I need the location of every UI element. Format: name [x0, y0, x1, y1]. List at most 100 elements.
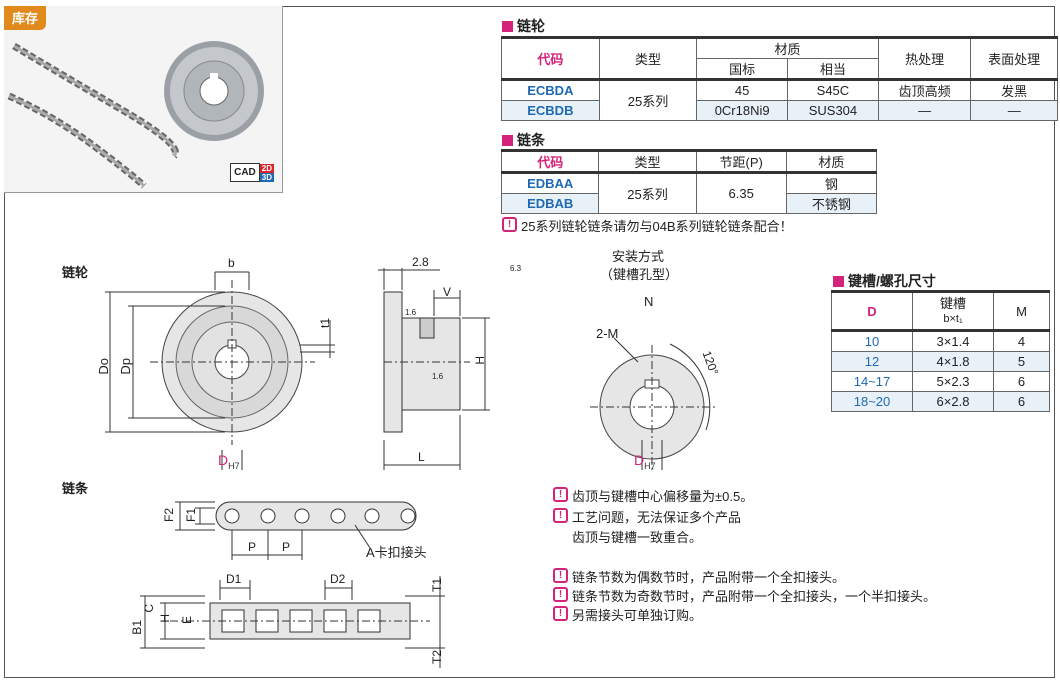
- dim-dh7-mount: DH7: [634, 452, 656, 471]
- dim-t1-chain: T1: [430, 578, 444, 593]
- dim-d2: D2: [330, 572, 346, 586]
- stock-badge: 库存: [4, 6, 47, 30]
- chain-sprocket-image: [7, 41, 264, 189]
- dim-h-chain: H: [158, 614, 172, 623]
- sprocket-side-view: [378, 268, 490, 470]
- table-row: EDBAA 25系列 6.35 钢: [500, 171, 878, 214]
- cad-badge[interactable]: CAD 2D 3D: [230, 163, 274, 182]
- chain-side-view: [175, 501, 417, 560]
- note-5: !另需接头可单独订购。: [553, 605, 702, 624]
- warning-top: !25系列链轮链条请勿与04B系列链轮链条配合！: [502, 216, 793, 235]
- note-2-cont: 齿顶与键槽一致重合。: [572, 530, 703, 545]
- row-surface: —: [970, 100, 1058, 121]
- a-buckle-joint-label: A卡扣接头: [366, 545, 427, 560]
- keyway-table-title: 键槽/螺孔尺寸: [833, 271, 936, 291]
- dim-f1: F1: [184, 508, 198, 523]
- dim-l: L: [418, 450, 425, 464]
- col-type: 类型: [598, 149, 697, 173]
- section-square-icon: [833, 275, 844, 287]
- chain-table: 代码 类型 节距(P) 材质 EDBAA 25系列 6.35 钢 EDBAB 不…: [500, 149, 878, 214]
- mount-title: 安装方式: [612, 249, 665, 264]
- row-d: 12: [831, 351, 913, 372]
- dim-f2: F2: [162, 508, 176, 523]
- dim-b: b: [228, 256, 235, 270]
- sprocket-front-view: [105, 271, 335, 470]
- col-material: 材质: [785, 149, 878, 173]
- note-4: !链条节数为奇数节时，产品附带一个全扣接头，一个半扣接头。: [553, 586, 936, 605]
- col-type: 类型: [598, 36, 698, 80]
- section-square-icon: [502, 134, 513, 146]
- dim-d1: D1: [226, 572, 242, 586]
- table-row: ECBDA 25系列 45 S45C 齿顶高频 发黑: [501, 78, 1058, 121]
- dim-t1: t1: [318, 318, 332, 329]
- col-surface: 表面处理: [970, 36, 1058, 80]
- warning-icon: !: [553, 487, 568, 502]
- row-gb: 0Cr18Ni9: [696, 100, 789, 121]
- row-heat: —: [877, 100, 972, 121]
- row-k: 3×1.4: [912, 329, 994, 352]
- dim-h: H: [473, 356, 487, 365]
- sprocket-table: 代码 类型 材质 热处理 表面处理 国标 相当 ECBDA 25系列 45 S4…: [501, 36, 1058, 121]
- cad-2d[interactable]: 2D: [259, 163, 274, 173]
- col-code: 代码: [501, 36, 600, 80]
- sprocket-table-title: 链轮: [502, 16, 545, 36]
- row-equiv: S45C: [787, 78, 879, 101]
- row-code: EDBAA: [500, 171, 600, 194]
- table-row: ECBDB 0Cr18Ni9 SUS304 — —: [501, 100, 1058, 121]
- dim-dh7: DH7: [218, 452, 240, 471]
- dim-v: V: [443, 285, 452, 299]
- col-material: 材质: [696, 36, 879, 59]
- row-type: 25系列: [598, 171, 697, 214]
- table-row: EDBAB 不锈钢: [500, 193, 878, 214]
- row-code: ECBDA: [501, 78, 600, 101]
- dim-2-8: 2.8: [412, 255, 429, 269]
- mounting-view: [590, 337, 715, 470]
- warning-icon: !: [553, 587, 568, 602]
- roughness-1-6-b: 1.6: [432, 372, 444, 381]
- warning-icon: !: [553, 568, 568, 583]
- cad-label: CAD: [230, 163, 260, 182]
- row-d: 18~20: [831, 391, 913, 412]
- row-code: ECBDB: [501, 100, 600, 121]
- cad-3d[interactable]: 3D: [259, 172, 274, 182]
- dim-e: E: [180, 616, 194, 625]
- sprocket-label: 链轮: [62, 265, 89, 280]
- warning-icon: !: [553, 508, 568, 523]
- col-m: M: [993, 290, 1050, 331]
- col-pitch: 节距(P): [695, 149, 787, 173]
- chain-top-view: [140, 576, 445, 668]
- col-gb: 国标: [696, 58, 789, 80]
- chain-label: 链条: [62, 481, 89, 496]
- product-photo: 库存 CAD 2D 3D: [4, 6, 283, 193]
- note-2: !工艺问题，无法保证多个产品: [553, 507, 741, 526]
- col-equiv: 相当: [787, 58, 879, 80]
- note-1: !齿顶与键槽中心偏移量为±0.5。: [553, 486, 753, 505]
- col-d: D: [831, 290, 913, 331]
- warning-icon: !: [502, 217, 517, 232]
- row-type: 25系列: [598, 78, 698, 121]
- row-k: 5×2.3: [912, 371, 994, 392]
- dim-2-m: 2-M: [596, 326, 619, 341]
- warning-icon: !: [553, 606, 568, 621]
- page-frame: [4, 6, 1055, 678]
- row-heat: 齿顶高频: [877, 78, 972, 101]
- chain-table-title: 链条: [502, 130, 545, 150]
- dim-t2-chain: T2: [430, 650, 444, 665]
- col-code: 代码: [500, 149, 600, 173]
- row-equiv: SUS304: [787, 100, 879, 121]
- row-m: 5: [993, 351, 1050, 372]
- dim-b1: B1: [130, 620, 144, 635]
- row-material: 不锈钢: [785, 193, 878, 214]
- roughness-6-3: 6.3: [510, 264, 522, 273]
- col-heat: 热处理: [877, 36, 972, 80]
- row-d: 14~17: [831, 371, 913, 392]
- row-code: EDBAB: [500, 193, 600, 214]
- row-surface: 发黑: [970, 78, 1058, 101]
- roughness-1-6-a: 1.6: [405, 308, 417, 317]
